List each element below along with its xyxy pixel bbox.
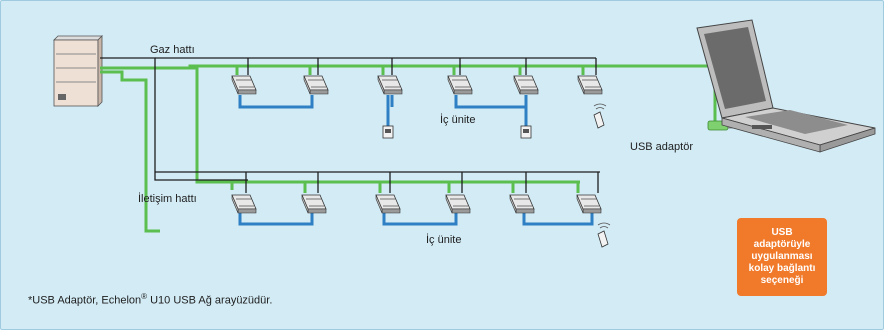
cassette-indoor-unit-icon bbox=[513, 75, 539, 95]
cassette-indoor-unit-icon bbox=[377, 75, 403, 95]
top-row-indoor-units bbox=[231, 75, 603, 95]
cassette-indoor-unit-icon bbox=[301, 194, 327, 214]
callout-line: uygulanması bbox=[751, 251, 813, 262]
callout-line: USB bbox=[771, 227, 793, 238]
cassette-indoor-unit-icon bbox=[375, 194, 401, 214]
indoor-unit-label-bottom: İç ünite bbox=[426, 234, 462, 246]
wall-controller-icon bbox=[382, 125, 394, 139]
cassette-indoor-unit-icon bbox=[231, 75, 257, 95]
laptop-icon bbox=[696, 19, 876, 153]
remote-control-icon bbox=[593, 103, 607, 129]
cassette-indoor-unit-icon bbox=[231, 194, 257, 214]
communication-line bbox=[100, 57, 600, 193]
usb-adapter-label: USB adaptör bbox=[630, 141, 693, 153]
callout-line: adaptörüyle bbox=[753, 239, 811, 250]
cassette-indoor-unit-icon bbox=[447, 75, 473, 95]
callout-line: kolay bağlantı bbox=[748, 263, 816, 274]
wall-controller-icon bbox=[520, 125, 532, 139]
communication-line-label: İletişim hattı bbox=[138, 193, 197, 205]
bottom-row-indoor-units bbox=[231, 194, 602, 214]
indoor-unit-label-top: İç ünite bbox=[440, 114, 476, 126]
cassette-indoor-unit-icon bbox=[445, 194, 471, 214]
usb-callout-box: USB adaptörüyle uygulanması kolay bağlan… bbox=[737, 218, 827, 296]
wall-controller-icons bbox=[382, 125, 532, 139]
footnote: *USB Adaptör, Echelon® U10 USB Ağ arayüz… bbox=[28, 292, 273, 307]
cassette-indoor-unit-icon bbox=[509, 194, 535, 214]
cassette-indoor-unit-icon bbox=[577, 75, 603, 95]
cassette-indoor-unit-icon bbox=[303, 75, 329, 95]
remote-control-icon bbox=[597, 222, 611, 248]
gas-line-label: Gaz hattı bbox=[150, 44, 195, 56]
outdoor-unit-icon bbox=[53, 35, 103, 107]
callout-line: seçeneği bbox=[760, 275, 804, 286]
unit-link-lines bbox=[238, 95, 594, 226]
cassette-indoor-unit-icon bbox=[576, 194, 602, 214]
